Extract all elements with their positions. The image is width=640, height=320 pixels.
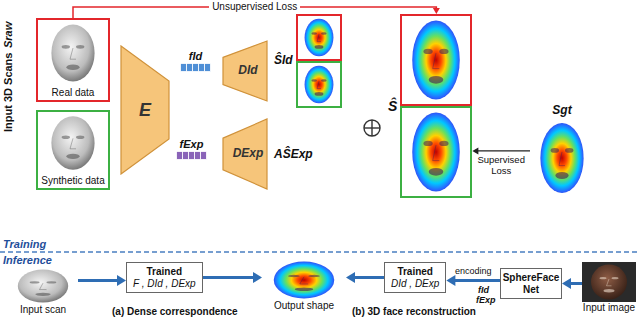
node-text: Synthetic data: [41, 175, 104, 187]
caption-label: (a) Dense correspondence: [112, 306, 238, 318]
connector: [78, 275, 126, 286]
arrow-head: [346, 272, 355, 283]
node-text: DId , DExp: [391, 278, 439, 290]
edge-label-slot: Unsupervised Loss: [209, 1, 300, 13]
feature-cells: [180, 63, 211, 72]
connector: [446, 275, 500, 286]
node-text: Input image: [583, 302, 635, 314]
identity-shapes: ŜId: [274, 14, 342, 108]
node-text: fExp: [180, 138, 204, 151]
real-data-box: Real data: [36, 18, 110, 102]
label-slot: AŜExp: [274, 148, 313, 162]
ground-truth-shape: Sgt: [530, 104, 594, 198]
caption-label: (b) 3D face reconstruction: [352, 306, 476, 318]
edge-label: Supervised Loss: [473, 155, 529, 177]
face-shape: [262, 260, 346, 300]
sum-symbol: [364, 120, 380, 136]
feature-vector: fId: [180, 50, 211, 72]
node-text: Trained: [147, 266, 183, 278]
synthetic-data-box: Synthetic data: [36, 110, 110, 190]
label-slot: (b) 3D face reconstruction: [352, 306, 476, 318]
node-text: Trained: [397, 266, 433, 278]
symbol-label: AŜExp: [274, 148, 313, 162]
connector-line: [454, 279, 500, 282]
edge-label-slot: encoding: [455, 266, 492, 276]
trained-box: TrainedF , DId , DExp: [126, 262, 203, 293]
shape-pair: [400, 14, 472, 198]
node-text: Real data: [52, 87, 95, 99]
encoder: E: [120, 45, 170, 175]
feature-vector: fExp: [176, 138, 207, 160]
face-shape: [530, 118, 594, 198]
axis-label: Input 3D Scans: [2, 53, 15, 132]
trained-box: TrainedDId , DExp: [384, 262, 446, 293]
edge-label: encoding: [455, 266, 492, 276]
arrow-head: [446, 275, 455, 286]
connector-line: [477, 150, 530, 151]
edge-label-slot: Supervised Loss: [473, 155, 529, 177]
connector: [203, 272, 262, 283]
decoder: DId: [222, 40, 268, 102]
node-text: DExp: [233, 147, 264, 161]
node-text: SphereFace Net: [503, 272, 560, 295]
symbol-label: Sraw: [2, 22, 15, 48]
node-text: Input scan: [20, 304, 66, 316]
node-text: E: [139, 100, 151, 121]
face-shape: [8, 268, 78, 304]
node-text: Output shape: [274, 300, 334, 312]
connector-line: [78, 279, 118, 282]
label-slot: Sraw: [2, 22, 15, 48]
label-slot: Input 3D Scans: [2, 53, 15, 132]
symbol-label: fExp: [476, 295, 496, 305]
node-text: DId: [238, 64, 257, 78]
arrow-head: [253, 272, 262, 283]
face-scan: [41, 114, 105, 172]
node-text: fId: [189, 50, 202, 63]
shape-pair: [296, 14, 342, 108]
face-scan: [41, 22, 105, 84]
arrow-head: [117, 275, 126, 286]
label-slot: fExp: [476, 295, 496, 305]
section-label: Inference: [3, 254, 52, 267]
connector: [346, 272, 384, 283]
network-box: SphereFace Net: [500, 268, 562, 299]
connector-line: [203, 276, 254, 279]
feature-cells: [176, 151, 207, 160]
node-text: F , DId , DExp: [133, 278, 196, 290]
label-slot: Training: [3, 238, 46, 251]
symbol-label: fId: [478, 285, 489, 295]
label-slot: (a) Dense correspondence: [112, 306, 238, 318]
connector: [562, 278, 582, 289]
connector: [472, 147, 530, 154]
arrow-head: [562, 278, 571, 289]
output-shape: Output shape: [262, 260, 346, 312]
label-slot: Inference: [3, 254, 52, 267]
node-text: ŜId: [274, 54, 293, 68]
label-slot: fId: [478, 285, 489, 295]
edge-label: Unsupervised Loss: [209, 1, 300, 13]
output-shapes: Ŝ: [388, 14, 472, 198]
connector-line: [354, 276, 384, 279]
face-photo: [582, 262, 636, 302]
input-image: Input image: [582, 262, 636, 314]
node-text: Sgt: [552, 104, 571, 118]
section-divider: [0, 251, 640, 253]
section-label: Training: [3, 238, 46, 251]
connector-line: [570, 282, 582, 285]
input-scan: Input scan: [8, 268, 78, 316]
decoder: DExp: [222, 118, 268, 190]
node-text: Ŝ: [388, 98, 397, 114]
